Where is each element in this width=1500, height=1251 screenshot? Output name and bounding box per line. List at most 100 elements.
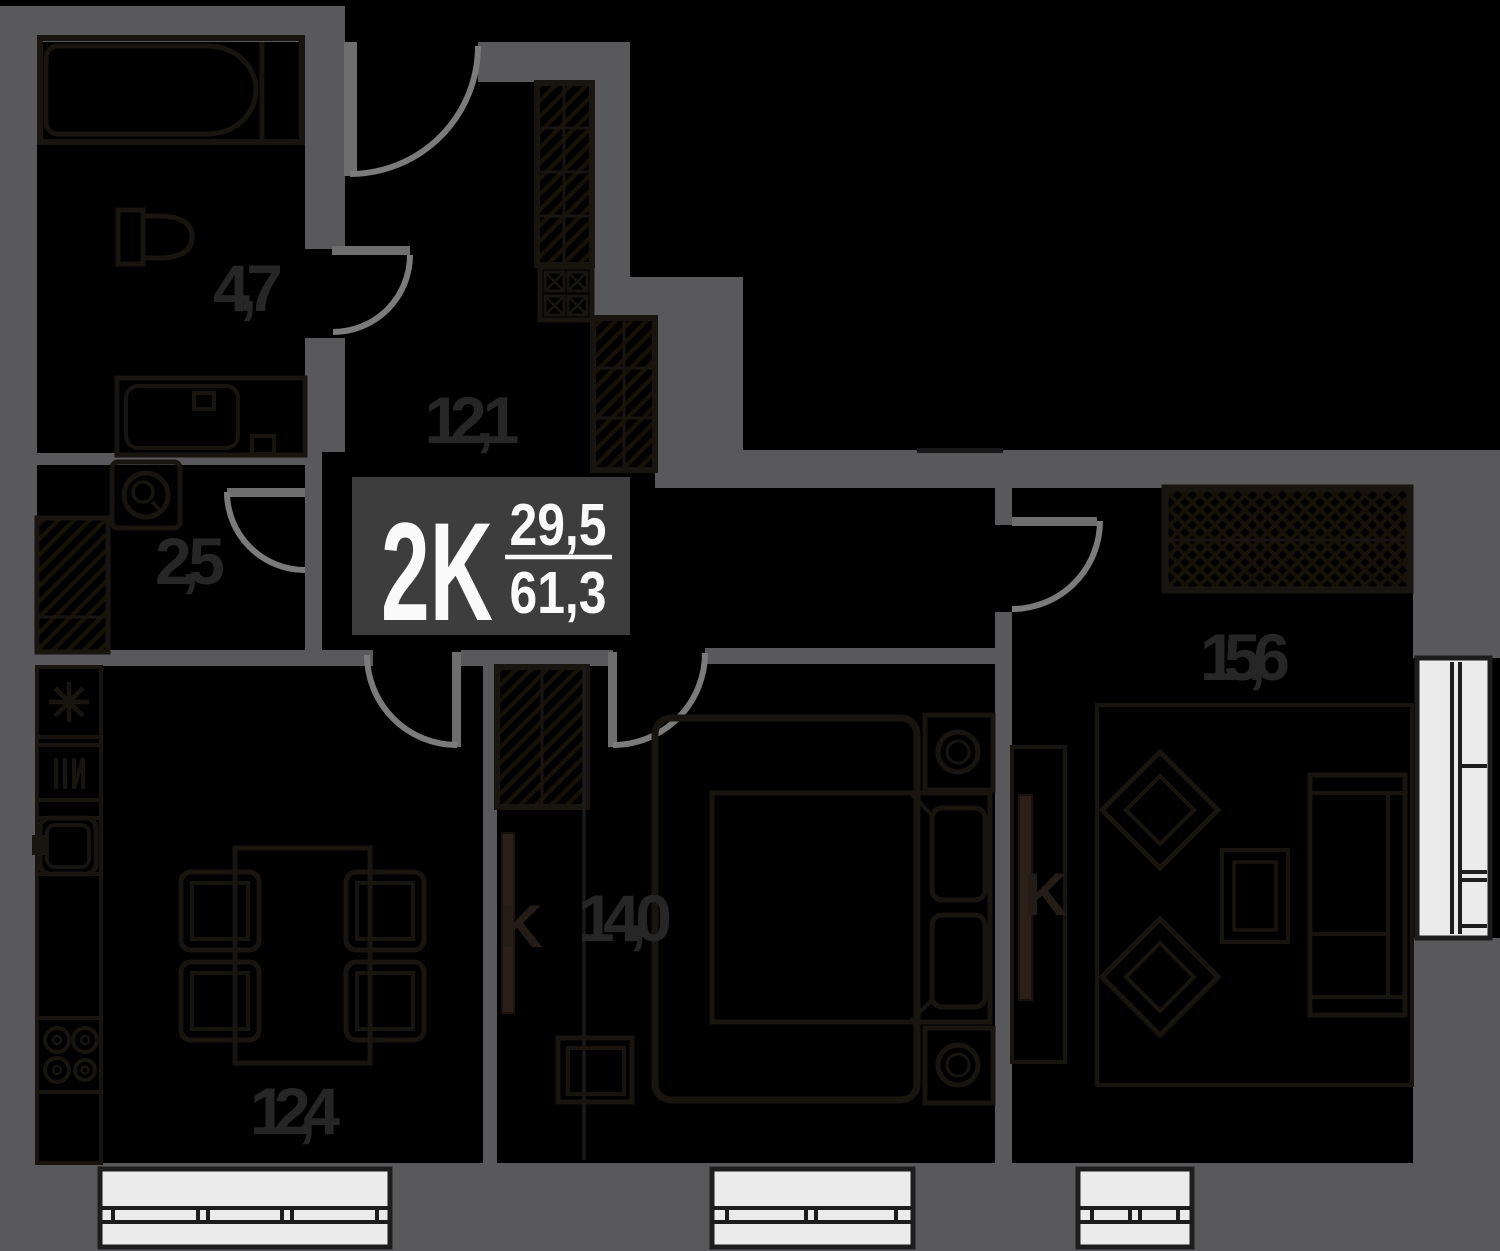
living-closet-letter: K <box>1024 861 1067 928</box>
window-mullions <box>100 1206 390 1224</box>
room-label-water-closet: 2,5 <box>155 524 225 598</box>
kitchen-sink <box>37 815 99 877</box>
washing-machine-drum-inner <box>131 480 155 504</box>
mattress-fold-bottom <box>910 996 936 1022</box>
kitchen-sink-basin <box>45 823 91 869</box>
wall-kitchen-bedroom-divider <box>483 650 497 1163</box>
window-mullions <box>1450 662 1487 934</box>
badge-living-area: 29,5 <box>510 492 607 558</box>
wc-door-leaf <box>227 488 305 497</box>
bedroom-closet-bar <box>501 832 515 1014</box>
room-label-hallway: 12,1 <box>425 383 520 457</box>
dining-table <box>232 845 373 1066</box>
bed-pillow <box>929 912 988 1010</box>
sofa-outline <box>1307 772 1408 1018</box>
sofa <box>1307 772 1408 1018</box>
nightstand-lamp <box>935 1042 981 1088</box>
room-label-kitchen: 12,4 <box>250 1074 340 1148</box>
wall-kitchen-top-a <box>37 650 373 666</box>
wc-shaft-hatch <box>34 515 111 655</box>
vanity-faucet <box>192 391 216 411</box>
kitchen-window <box>97 1166 393 1250</box>
wall-bedroom-living-stub <box>995 487 1012 525</box>
hall-shoe-cabinet <box>537 264 595 323</box>
chair-seat <box>190 881 250 941</box>
nightstand <box>922 1025 996 1106</box>
bedroom-furniture <box>494 664 996 1160</box>
wall-right-upper-block <box>1413 450 1500 658</box>
room-label-bathroom: 4,7 <box>213 251 283 325</box>
windows <box>97 655 1493 1250</box>
wall-bedroom-top-b <box>705 648 997 664</box>
kitchen-furniture <box>32 665 427 1165</box>
living-room-door <box>1011 517 1103 612</box>
bed-platform <box>651 714 921 1104</box>
armchair-diamond <box>1098 915 1222 1039</box>
dishwasher-marks <box>54 757 85 790</box>
entrance-door-swing-arc <box>349 45 481 177</box>
room-label-bedroom: 14,0 <box>578 881 672 955</box>
wall-corridor-band <box>655 450 1500 488</box>
window-mullions <box>1078 1206 1192 1224</box>
bathtub-basin <box>43 43 259 137</box>
armchair-inner <box>1123 940 1197 1014</box>
shoe-cabinet-outline <box>537 264 595 323</box>
toilet-bowl <box>140 213 195 261</box>
bed-pillow <box>929 805 988 903</box>
chair <box>178 959 262 1043</box>
wall-bedroom-living-divider <box>995 612 1012 1163</box>
hallway-furniture <box>534 80 658 473</box>
armchair-outer <box>1098 748 1222 872</box>
bedroom-closet-letter: K <box>499 893 542 960</box>
living-closet-outline <box>1010 745 1067 1064</box>
washing-machine-drum-notch <box>150 500 165 515</box>
coffee-table-inner <box>1232 860 1278 932</box>
wall-hall-right-lower <box>655 318 743 450</box>
living-closet-bar <box>1018 794 1033 1001</box>
kitchen-sink-faucet <box>32 835 46 855</box>
kitchen-counter <box>35 665 103 1165</box>
vanity-counter <box>114 375 308 458</box>
entrance-door <box>344 42 481 177</box>
doors <box>224 42 1103 748</box>
room-label-living-room: 15,6 <box>1200 620 1290 694</box>
bedroom-door-leaf <box>608 652 617 747</box>
wall-hall-right-upper <box>592 42 630 277</box>
nightstand-lamp <box>935 729 981 775</box>
chair-seat <box>355 971 415 1031</box>
living-rug <box>1095 703 1414 1087</box>
wall-bedroom-top-a <box>497 650 613 666</box>
dining-chairs <box>178 869 427 1043</box>
fridge-snowflake-icon <box>49 682 89 722</box>
vanity-sink <box>124 384 240 450</box>
washing-machine <box>109 459 183 531</box>
badge-total-area: 61,3 <box>510 560 607 626</box>
armchair-outer <box>1098 915 1222 1039</box>
wall-bath-hall-mid <box>305 338 345 452</box>
bathroom-door <box>332 246 413 335</box>
bedroom-side-table-inner <box>566 1046 626 1096</box>
wall-wc-hall <box>305 452 322 652</box>
nightstand-lamp-inner <box>945 739 971 765</box>
title-badge: 2K 29,5 61,3 <box>352 477 630 650</box>
wall-bath-hall-upper <box>305 42 345 249</box>
bedroom-window <box>709 1166 916 1250</box>
kitchen-door <box>364 652 461 748</box>
living-room-door-swing-arc <box>1011 520 1103 612</box>
chair <box>343 869 427 953</box>
coffee-table <box>1220 848 1290 944</box>
bathtub-outline <box>37 35 305 145</box>
furniture <box>32 35 1414 1165</box>
nightstand <box>922 712 996 793</box>
wc-fixtures <box>34 459 183 655</box>
bathroom-door-swing-arc <box>332 254 413 335</box>
washing-machine-drum <box>121 470 171 520</box>
room-labels: 4,7 12,1 2,5 12,4 14,0 15,6 <box>155 251 1290 1148</box>
wc-door-swing-arc <box>224 491 306 573</box>
wall-left <box>0 6 37 1210</box>
bathroom-fixtures <box>37 35 308 458</box>
bedroom-side-table <box>555 1035 635 1105</box>
armchair-diamond <box>1098 748 1222 872</box>
chair-seat <box>190 971 250 1031</box>
nightstand-lamp-inner <box>945 1052 971 1078</box>
